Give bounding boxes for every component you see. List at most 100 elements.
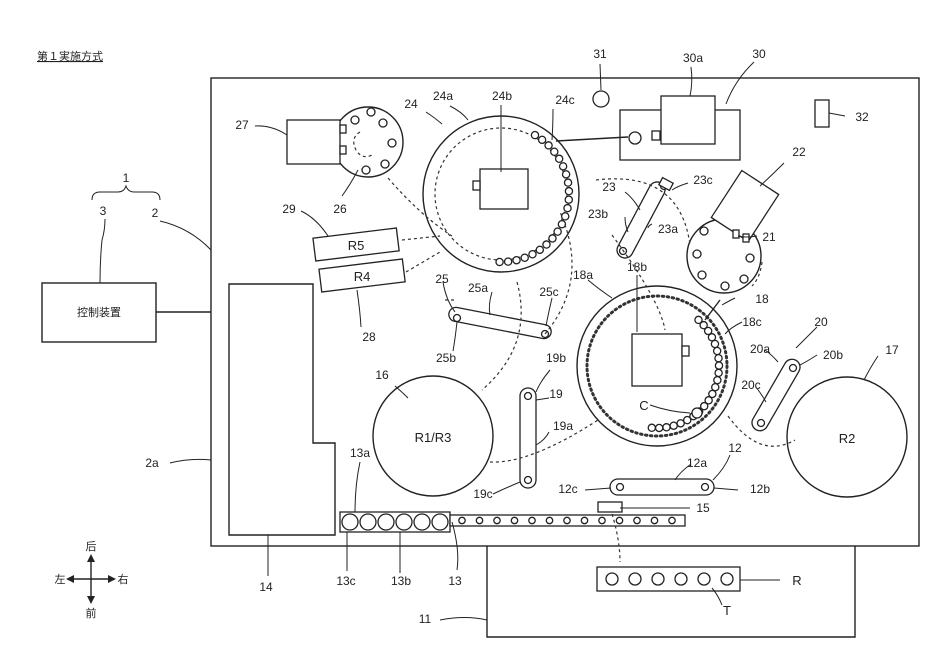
cuvette bbox=[545, 142, 552, 149]
ref-21: 21 bbox=[762, 230, 776, 244]
ref-24c: 24c bbox=[555, 93, 574, 107]
conveyor-slot bbox=[476, 517, 482, 523]
conveyor-slot bbox=[599, 517, 605, 523]
conveyor-slot bbox=[564, 517, 570, 523]
tube-t-label: T bbox=[723, 603, 731, 618]
conveyor-slot bbox=[342, 514, 358, 530]
sample-tube bbox=[675, 573, 687, 585]
cuvette bbox=[715, 369, 722, 376]
cuvette bbox=[564, 179, 571, 186]
ref-25b: 25b bbox=[436, 351, 456, 365]
ref-24b: 24b bbox=[492, 89, 512, 103]
ref-25a: 25a bbox=[468, 281, 488, 295]
cuvette bbox=[714, 377, 721, 384]
ref-20b: 20b bbox=[823, 348, 843, 362]
conveyor-slot bbox=[669, 517, 675, 523]
ref-18b: 18b bbox=[627, 260, 647, 274]
ref-23c: 23c bbox=[693, 173, 712, 187]
arm-19 bbox=[520, 388, 536, 488]
arm-20 bbox=[749, 356, 803, 433]
part-32 bbox=[815, 100, 829, 127]
ref-19b: 19b bbox=[546, 351, 566, 365]
cuvette bbox=[531, 132, 538, 139]
sample-tube bbox=[629, 573, 641, 585]
ref-12a: 12a bbox=[687, 456, 707, 470]
ref-27: 27 bbox=[235, 118, 249, 132]
ref-23b: 23b bbox=[588, 207, 608, 221]
cuvette bbox=[670, 422, 677, 429]
ref-11: 11 bbox=[419, 612, 432, 626]
cuvette bbox=[562, 171, 569, 178]
ref-12b: 12b bbox=[750, 482, 770, 496]
sample-tube bbox=[652, 573, 664, 585]
ref-2: 2 bbox=[152, 206, 159, 220]
conveyor-slot bbox=[546, 517, 552, 523]
ref-18a: 18a bbox=[573, 268, 593, 282]
cuvette bbox=[560, 163, 567, 170]
measurement-unit-30 bbox=[620, 96, 740, 160]
ref-12: 12 bbox=[728, 441, 742, 455]
ref-13b: 13b bbox=[391, 574, 411, 588]
part-31 bbox=[593, 91, 609, 107]
cuvette bbox=[513, 257, 520, 264]
cuvette bbox=[543, 241, 550, 248]
reagent-wheel-r2: R2 bbox=[787, 377, 907, 497]
conveyor-slot bbox=[414, 514, 430, 530]
sample-tube bbox=[698, 573, 710, 585]
sample-tube bbox=[606, 573, 618, 585]
svg-text:后: 后 bbox=[86, 540, 97, 553]
ref-23a: 23a bbox=[658, 222, 678, 236]
ref-19a: 19a bbox=[553, 419, 573, 433]
ref-30: 30 bbox=[752, 47, 766, 61]
cuvette bbox=[715, 355, 722, 362]
ref-26: 26 bbox=[333, 202, 347, 216]
conveyor-slot bbox=[459, 517, 465, 523]
reagent-storage-14 bbox=[229, 284, 335, 535]
cuvette bbox=[554, 228, 561, 235]
conveyor-slot bbox=[651, 517, 657, 523]
wheel-26 bbox=[287, 107, 403, 177]
conveyor-slot bbox=[581, 517, 587, 523]
wheel-r1r3-label: R1/R3 bbox=[415, 430, 452, 445]
ref-32: 32 bbox=[855, 110, 869, 124]
cuvette bbox=[529, 251, 536, 258]
rack-r-label: R bbox=[792, 573, 801, 588]
ref-20: 20 bbox=[814, 315, 828, 329]
cuvette bbox=[715, 362, 722, 369]
cuvette bbox=[562, 213, 569, 220]
heading: 第１実施方式 bbox=[37, 49, 103, 63]
conveyor-slot bbox=[396, 514, 412, 530]
ref-14: 14 bbox=[259, 580, 273, 594]
direction-compass: 后 前 左 右 bbox=[55, 540, 129, 620]
cuvette bbox=[677, 420, 684, 427]
svg-text:右: 右 bbox=[118, 572, 129, 586]
ref-18c: 18c bbox=[742, 315, 761, 329]
controller-box: 控制装置 bbox=[42, 283, 211, 342]
sample-tube bbox=[721, 573, 733, 585]
reference-labels: 1 3 2 2a 27 26 29 28 24 24a 24b 24c 31 3… bbox=[100, 47, 899, 626]
ref-13: 13 bbox=[448, 574, 462, 588]
ref-24: 24 bbox=[404, 97, 418, 111]
conveyor-slot bbox=[360, 514, 376, 530]
ref-22: 22 bbox=[792, 145, 806, 159]
cuvette bbox=[565, 188, 572, 195]
conveyor-slot bbox=[494, 517, 500, 523]
svg-text:左: 左 bbox=[55, 573, 66, 586]
ref-2a: 2a bbox=[145, 456, 159, 470]
cuvette bbox=[505, 258, 512, 265]
ref-20c: 20c bbox=[741, 378, 760, 392]
svg-text:R5: R5 bbox=[348, 238, 365, 253]
ref-17: 17 bbox=[885, 343, 899, 357]
svg-text:前: 前 bbox=[86, 606, 97, 620]
leader-lines bbox=[100, 62, 878, 620]
cuvette bbox=[648, 424, 655, 431]
cuvette bbox=[564, 205, 571, 212]
ref-20a: 20a bbox=[750, 342, 770, 356]
ref-15: 15 bbox=[696, 501, 710, 515]
conveyor-slot bbox=[634, 517, 640, 523]
ref-30a: 30a bbox=[683, 51, 703, 65]
arm-25 bbox=[448, 306, 553, 340]
conveyor-slot bbox=[378, 514, 394, 530]
cuvette bbox=[539, 136, 546, 143]
cuvette bbox=[711, 340, 718, 347]
